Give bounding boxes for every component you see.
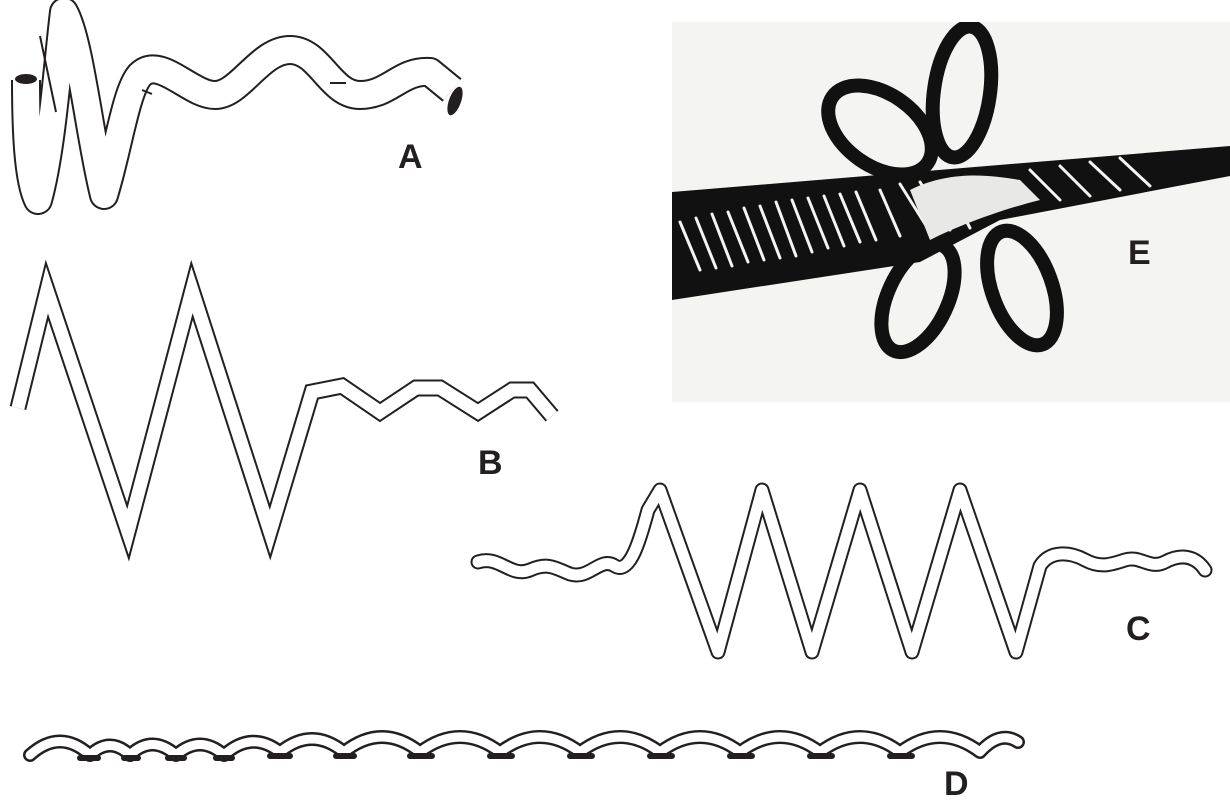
panel-d-drawing <box>30 737 1018 758</box>
panel-e-photo <box>672 22 1230 402</box>
panel-label-b: B <box>478 446 503 480</box>
wire-d-shading <box>80 756 912 758</box>
panel-label-c: C <box>1126 612 1151 646</box>
panel-label-e: E <box>1128 236 1151 270</box>
tube-a-core <box>26 12 452 200</box>
panel-b-drawing <box>18 290 552 532</box>
tube-a-left-end <box>15 74 37 84</box>
panel-label-a: A <box>398 140 423 174</box>
panel-c-drawing <box>478 490 1205 652</box>
wire-b-core <box>18 290 552 532</box>
panel-label-d: D <box>944 767 969 801</box>
